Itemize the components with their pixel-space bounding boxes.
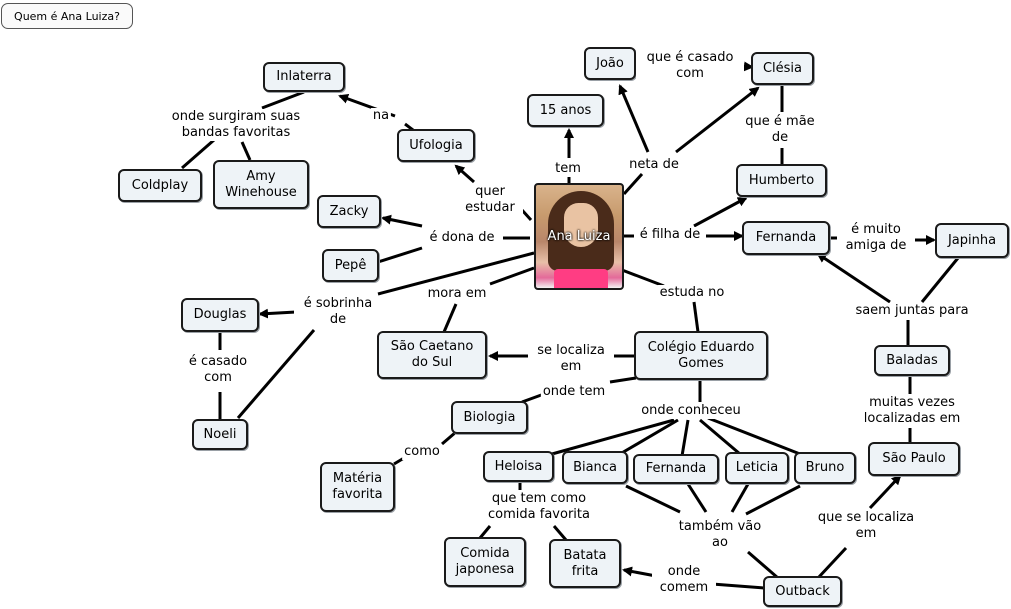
node-leticia[interactable]: Leticia xyxy=(725,452,789,484)
label-e-filha-de: é filha de xyxy=(637,227,703,243)
node-heloisa[interactable]: Heloisa xyxy=(483,451,554,482)
node-japinha[interactable]: Japinha xyxy=(935,223,1009,258)
label-muitas-vezes: muitas vezes localizadas em xyxy=(855,395,969,427)
node-zacky[interactable]: Zacky xyxy=(317,195,381,228)
node-fernanda-mae[interactable]: Fernanda xyxy=(742,221,830,255)
node-15-anos[interactable]: 15 anos xyxy=(527,94,604,127)
label-quer-estudar: quer estudar xyxy=(457,184,523,216)
label-onde-tem: onde tem xyxy=(540,384,608,400)
node-humberto[interactable]: Humberto xyxy=(736,164,827,197)
node-colegio-eduardo-gomes[interactable]: Colégio Eduardo Gomes xyxy=(634,331,768,380)
label-na: na xyxy=(370,108,392,124)
node-coldplay[interactable]: Coldplay xyxy=(118,169,202,202)
map-title: Quem é Ana Luiza? xyxy=(1,3,133,29)
label-e-casado-com: é casado com xyxy=(178,354,258,386)
node-materia-favorita[interactable]: Matéria favorita xyxy=(320,462,395,512)
center-node-ana-luiza[interactable]: Ana Luiza xyxy=(534,183,624,290)
center-node-label: Ana Luiza xyxy=(547,229,611,244)
label-que-e-casado-com: que é casado com xyxy=(636,50,744,82)
label-se-localiza-em: se localiza em xyxy=(528,343,614,375)
node-bruno[interactable]: Bruno xyxy=(794,452,856,484)
node-batata-frita[interactable]: Batata frita xyxy=(549,539,621,588)
label-saem-juntas-para: saem juntas para xyxy=(853,303,971,319)
label-tambem-vao-ao: também vão ao xyxy=(670,519,770,551)
node-noeli[interactable]: Noeli xyxy=(192,419,248,450)
label-tem: tem xyxy=(553,161,583,177)
label-mora-em: mora em xyxy=(425,286,489,302)
label-e-dona-de: é dona de xyxy=(427,230,497,246)
label-que-tem-como: que tem como comida favorita xyxy=(479,491,599,523)
node-inlaterra[interactable]: Inlaterra xyxy=(263,62,345,92)
node-joao[interactable]: João xyxy=(584,47,636,80)
label-onde-conheceu: onde conheceu xyxy=(639,403,743,419)
node-amy-winehouse[interactable]: Amy Winehouse xyxy=(213,160,309,209)
photo-face xyxy=(564,203,598,247)
label-como: como xyxy=(402,444,442,460)
label-e-sobrinha-de: é sobrinha de xyxy=(294,296,382,328)
node-sao-paulo[interactable]: São Paulo xyxy=(868,442,960,476)
photo-top xyxy=(554,269,608,288)
node-ufologia[interactable]: Ufologia xyxy=(397,129,475,162)
node-pepe[interactable]: Pepê xyxy=(322,249,379,282)
label-e-muito-amiga-de: é muito amiga de xyxy=(837,222,915,254)
label-onde-surgiram: onde surgiram suas bandas favoritas xyxy=(164,109,308,141)
node-biologia[interactable]: Biologia xyxy=(451,401,528,434)
node-baladas[interactable]: Baladas xyxy=(874,345,950,376)
label-estuda-no: estuda no xyxy=(657,285,727,301)
node-fernanda-amiga[interactable]: Fernanda xyxy=(633,454,719,484)
node-bianca[interactable]: Bianca xyxy=(562,451,628,484)
label-que-e-mae-de: que é mãe de xyxy=(738,114,822,146)
label-que-se-localiza-em: que se localiza em xyxy=(809,510,923,542)
node-douglas[interactable]: Douglas xyxy=(181,298,259,332)
label-neta-de: neta de xyxy=(627,157,681,173)
label-onde-comem: onde comem xyxy=(652,564,716,596)
node-clesia[interactable]: Clésia xyxy=(751,52,814,85)
node-outback[interactable]: Outback xyxy=(763,576,842,607)
node-comida-japonesa[interactable]: Comida japonesa xyxy=(444,537,526,587)
node-sao-caetano[interactable]: São Caetano do Sul xyxy=(377,331,487,379)
